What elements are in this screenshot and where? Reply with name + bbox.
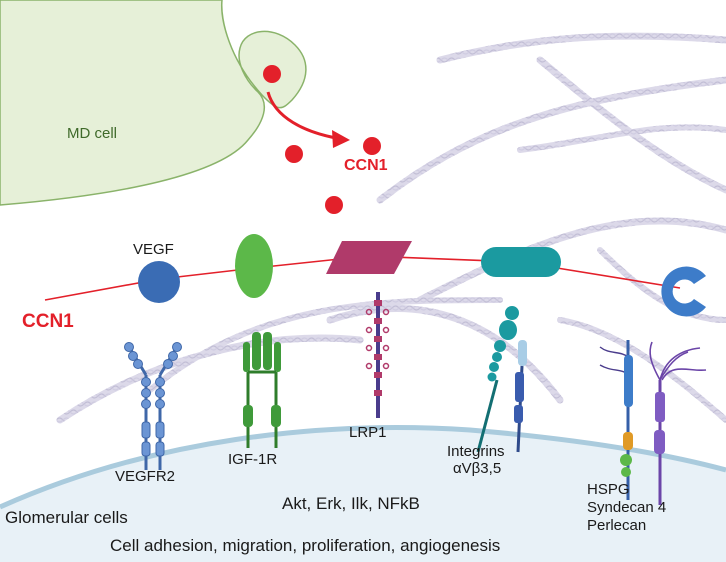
ccn1-line-label: CCN1 <box>22 311 74 332</box>
syndecan-label: Syndecan 4 <box>587 499 667 516</box>
igf1r-label: IGF-1R <box>228 451 278 468</box>
ccn1-particles <box>263 65 381 214</box>
ccn1-particle <box>363 137 381 155</box>
ccn1-secreted-label: CCN1 <box>344 157 388 174</box>
hspg-receptor <box>599 340 707 505</box>
integrin-receptor <box>476 306 527 453</box>
ccn1-particle <box>285 145 303 163</box>
glomerular-cell-body <box>0 427 726 562</box>
ccn1-particle <box>325 196 343 214</box>
hspg-label: HSPG <box>587 481 630 498</box>
lrp1-receptor <box>365 292 390 418</box>
outcomes-label: Cell adhesion, migration, proliferation,… <box>110 536 501 555</box>
hspg-ligand <box>661 266 706 317</box>
ccn1-particle <box>263 65 281 83</box>
vegf-ligand <box>138 261 180 303</box>
igf1r-receptor <box>243 332 281 448</box>
md-cell-label: MD cell <box>67 125 118 142</box>
integrins-subtype-label: αVβ3,5 <box>453 460 502 477</box>
glomerular-cells-label: Glomerular cells <box>5 508 128 527</box>
vegf-label: VEGF <box>133 241 174 258</box>
perlecan-label: Perlecan <box>587 517 647 534</box>
secretion-arrowhead <box>332 130 350 148</box>
glomerular-cell-membrane <box>0 425 726 510</box>
secretion-arrow <box>266 91 337 140</box>
integrin-ligand <box>481 247 561 277</box>
vegfr2-label: VEGFR2 <box>115 468 176 485</box>
igf-ligand <box>235 234 273 298</box>
lrp-ligand <box>326 241 412 274</box>
pathways-label: Akt, Erk, Ilk, NFkB <box>282 494 420 513</box>
integrins-label: Integrins <box>447 443 505 460</box>
md-cell-body <box>0 0 307 206</box>
extracellular-fibers <box>56 32 726 424</box>
lrp1-label: LRP1 <box>349 424 387 441</box>
vegfr2-receptor <box>124 342 182 470</box>
